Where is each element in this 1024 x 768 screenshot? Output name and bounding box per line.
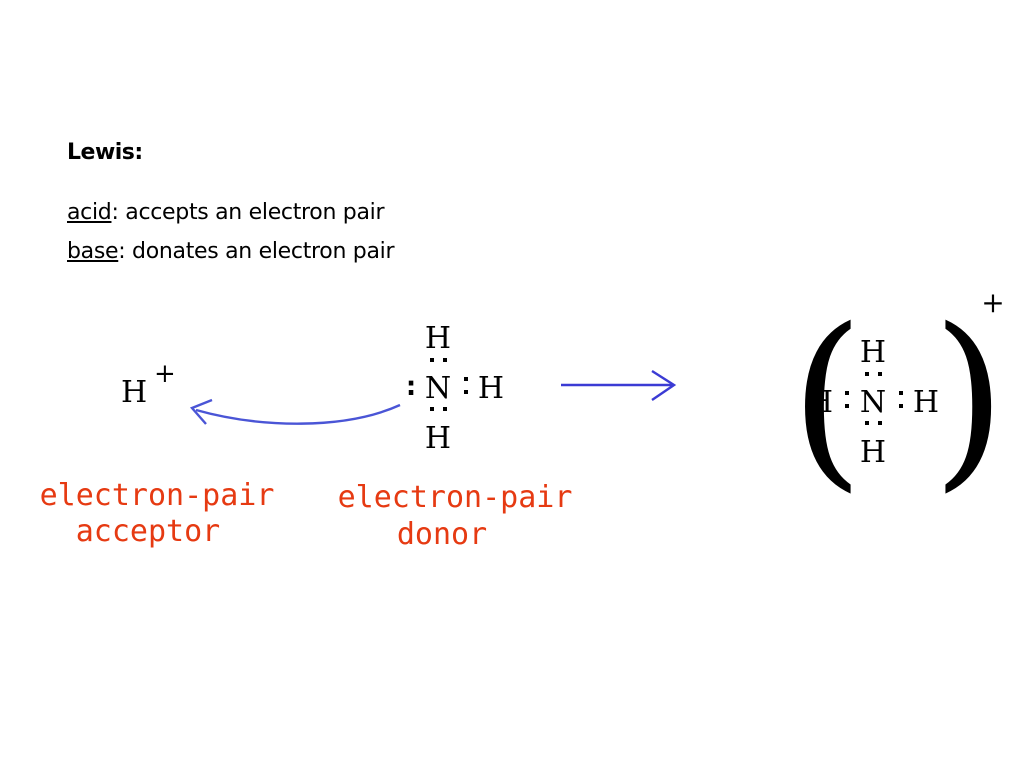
- section-heading: Lewis:: [67, 140, 143, 165]
- curved-electron-arrow: [195, 403, 401, 425]
- ammonia-lone-pair: :: [403, 369, 420, 402]
- ammonium-hydrogen-bottom: H: [860, 435, 886, 470]
- ammonium-nitrogen: N: [860, 385, 886, 420]
- close-bracket: ): [932, 288, 1006, 509]
- curved-arrow-head: [189, 398, 213, 425]
- donor-label: electron-pair donor: [338, 480, 573, 552]
- acceptor-label-line1: electron-pair: [40, 478, 275, 513]
- ammonia-hydrogen-top: H: [425, 321, 451, 356]
- base-term: base: [67, 239, 119, 264]
- ammonia-hydrogen-right: H: [478, 371, 504, 406]
- ammonia-nitrogen: N: [425, 371, 451, 406]
- ammonium-bond-dots: [845, 372, 903, 425]
- ammonia-bond-dots: [430, 358, 468, 411]
- ammonium-hydrogen-top: H: [860, 335, 886, 370]
- acid-definition: acid: accepts an electron pair: [67, 200, 385, 225]
- acid-term: acid: [67, 200, 112, 225]
- base-definition: base: donates an electron pair: [67, 239, 395, 264]
- base-definition-text: : donates an electron pair: [118, 239, 395, 264]
- proton: H +: [121, 359, 176, 410]
- ammonium-hydrogen-left: H: [807, 385, 833, 420]
- acceptor-label-line2: acceptor: [76, 514, 221, 549]
- reaction-arrow: [561, 369, 677, 401]
- ammonium-charge: +: [981, 286, 1004, 319]
- proton-symbol: H: [121, 375, 147, 410]
- acceptor-label: electron-pair acceptor: [40, 478, 275, 549]
- acid-definition-text: : accepts an electron pair: [111, 200, 385, 225]
- open-bracket: (: [790, 288, 864, 509]
- donor-label-line2: donor: [397, 517, 487, 552]
- ammonia-molecule: H N H H :: [403, 321, 505, 456]
- ammonia-hydrogen-bottom: H: [425, 421, 451, 456]
- ammonium-ion: ( ) + H H N H H: [790, 286, 1006, 509]
- ammonium-hydrogen-right: H: [913, 385, 939, 420]
- donor-label-line1: electron-pair: [338, 480, 573, 515]
- proton-charge: +: [154, 359, 176, 389]
